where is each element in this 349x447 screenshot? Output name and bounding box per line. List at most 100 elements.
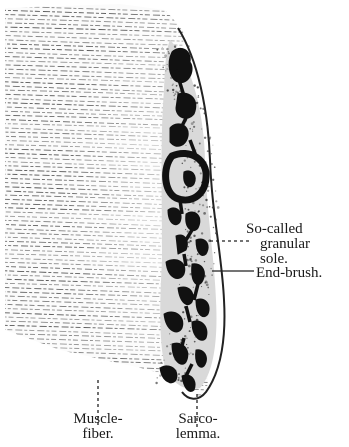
label-muscle-fiber-line2: fiber. [58, 427, 138, 442]
granule [194, 211, 195, 212]
granule [180, 342, 181, 343]
granule [191, 122, 194, 125]
granule [188, 241, 190, 243]
granule [207, 150, 209, 152]
granule [188, 265, 191, 268]
granule [169, 352, 172, 355]
granule [193, 84, 195, 86]
granule [185, 229, 186, 230]
granule [190, 327, 191, 328]
granule [195, 188, 196, 189]
granule [193, 235, 195, 237]
granule [178, 377, 180, 379]
granule [175, 91, 177, 93]
granule [193, 287, 194, 288]
granule [187, 255, 188, 256]
granule [201, 286, 202, 287]
label-granular-sole-line1: So-called [246, 222, 310, 237]
granule [167, 64, 168, 65]
granule [215, 200, 217, 202]
granule [209, 137, 211, 139]
label-muscle-fiber: Muscle- fiber. [58, 412, 138, 442]
granule [214, 166, 216, 168]
granule [170, 344, 171, 345]
granule [184, 159, 186, 161]
granule [194, 161, 196, 163]
granule [197, 253, 199, 255]
granule [212, 179, 214, 181]
granule [169, 333, 170, 334]
granule [196, 315, 197, 316]
granule [186, 344, 187, 345]
granule [156, 49, 158, 51]
granule [186, 191, 187, 192]
granule [207, 287, 209, 289]
granule [172, 89, 174, 91]
granule [167, 48, 169, 50]
granule [210, 268, 211, 269]
granule [209, 206, 211, 208]
granule [174, 99, 176, 101]
granule [212, 145, 213, 146]
granule [188, 209, 190, 211]
granule [206, 121, 208, 123]
granule [200, 172, 202, 174]
granule [179, 284, 180, 285]
granule [217, 206, 220, 209]
granule [194, 341, 196, 343]
granule [163, 360, 164, 361]
granule [211, 274, 212, 275]
granule [199, 143, 201, 145]
granule [200, 107, 202, 109]
granule [177, 379, 179, 381]
granule [187, 230, 189, 232]
granule [205, 281, 208, 284]
granule [213, 263, 214, 264]
granule [188, 246, 189, 247]
striation-line [0, 397, 215, 403]
granule [197, 86, 199, 88]
granule [173, 95, 175, 97]
granule [198, 95, 199, 96]
granule [195, 259, 198, 262]
granule [210, 216, 212, 218]
granule [189, 259, 191, 261]
granule [204, 112, 206, 114]
granule [162, 47, 163, 48]
granule [160, 362, 162, 364]
granule [204, 137, 206, 139]
label-sarcolemma: Sarco- lemma. [158, 412, 238, 442]
granule [197, 96, 199, 98]
granule [190, 353, 191, 354]
granule [211, 163, 213, 165]
granule [174, 46, 176, 48]
granule [208, 294, 209, 295]
granule [164, 54, 167, 57]
granule [207, 190, 209, 192]
granule [174, 93, 176, 95]
granule [187, 157, 188, 158]
granule [203, 212, 206, 215]
granule [167, 89, 169, 91]
granule [184, 335, 186, 337]
granule [192, 129, 193, 130]
granule [185, 208, 186, 209]
granule [199, 204, 201, 206]
granule [185, 368, 186, 369]
granule [189, 128, 191, 130]
granule [193, 126, 195, 128]
granule [183, 186, 185, 188]
granule [212, 206, 214, 208]
granule [172, 85, 174, 87]
label-granular-sole-line2: granular [246, 237, 310, 252]
granule [168, 52, 170, 54]
label-sarcolemma-line1: Sarco- [158, 412, 238, 427]
granule [215, 232, 217, 234]
granule [176, 85, 178, 87]
granule [166, 345, 168, 347]
granule [191, 256, 193, 258]
label-muscle-fiber-line1: Muscle- [58, 412, 138, 427]
granule [206, 283, 209, 286]
granule [207, 126, 208, 127]
granule [184, 318, 185, 319]
